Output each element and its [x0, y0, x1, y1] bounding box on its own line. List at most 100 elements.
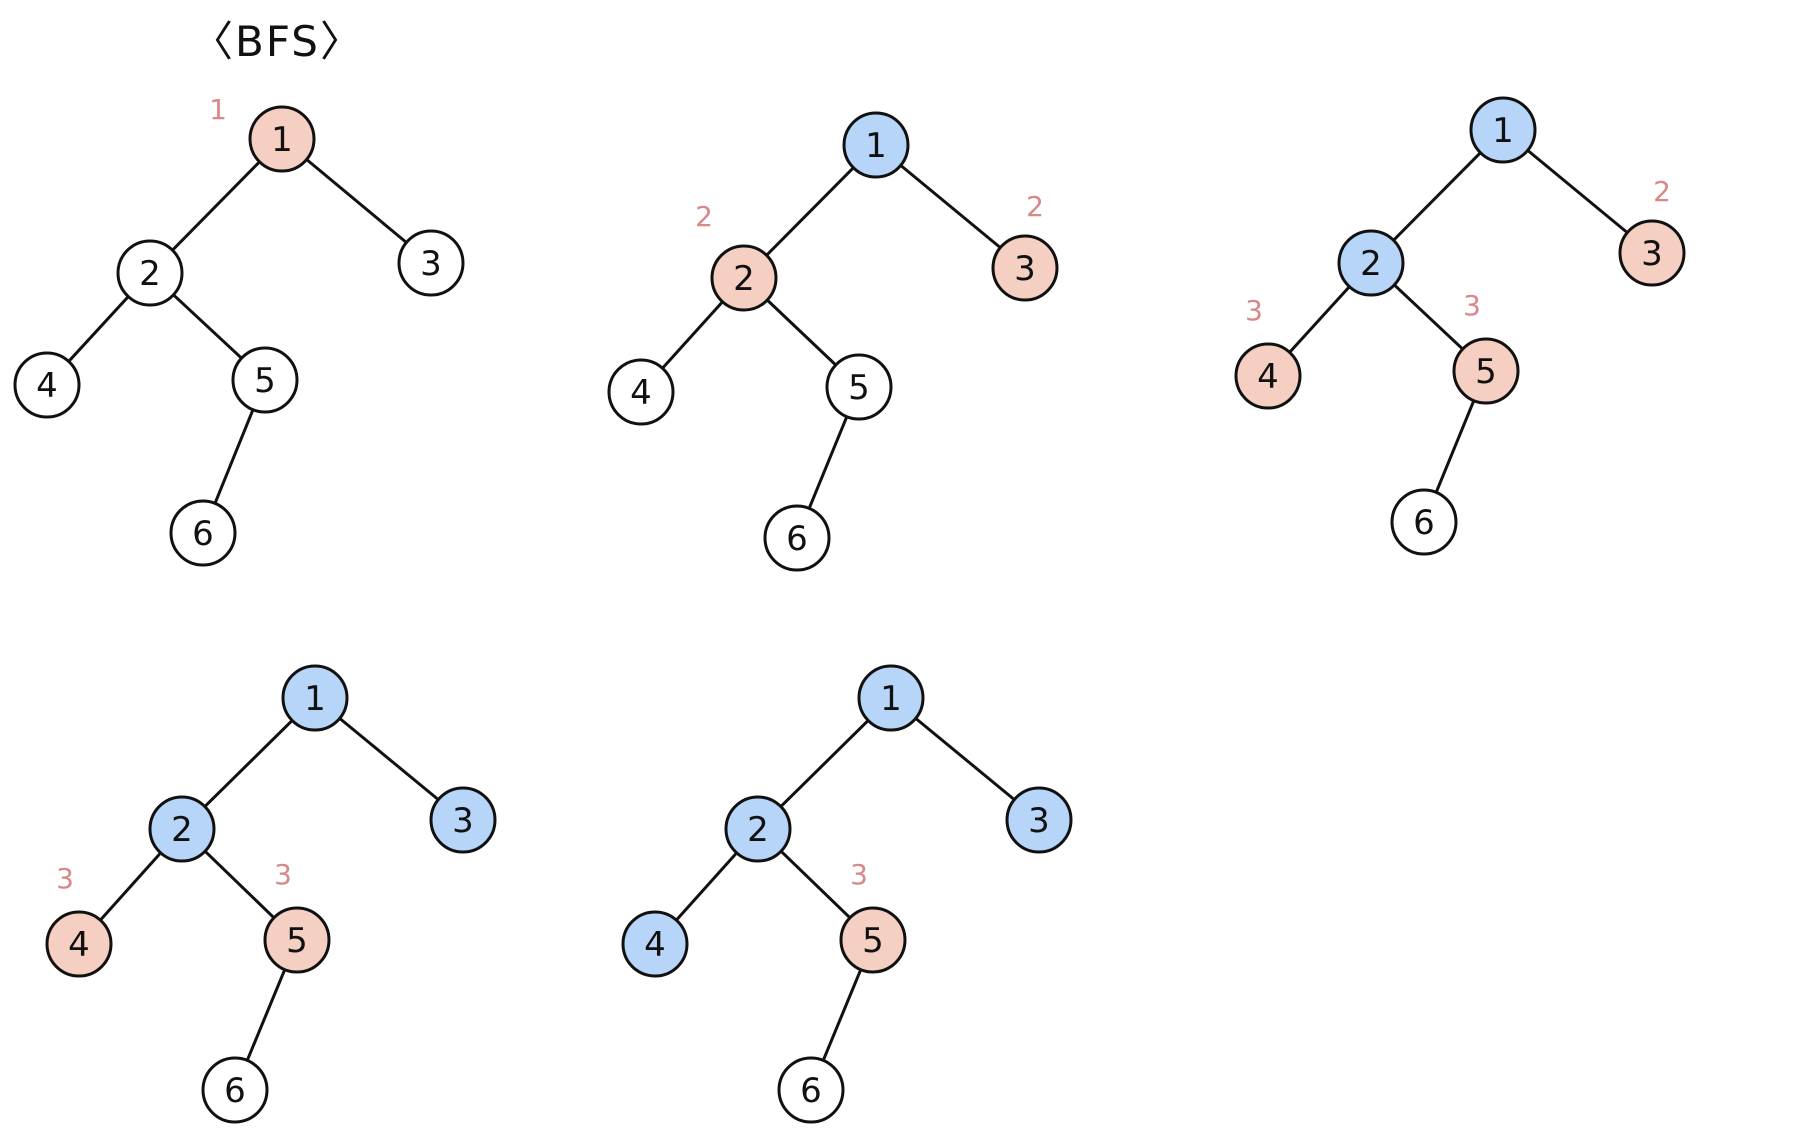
node-circle — [839, 906, 907, 974]
node-circle — [842, 111, 910, 179]
node-label: 3 — [1014, 249, 1036, 289]
level-annotation: 3 — [274, 858, 292, 891]
node-3: 3 — [429, 786, 497, 854]
node-circle — [201, 1056, 269, 1124]
node-4: 4 — [621, 910, 689, 978]
node-2: 2 — [116, 239, 184, 307]
node-label: 4 — [1257, 357, 1279, 397]
node-5: 5 — [825, 353, 893, 421]
level-annotation: 3 — [850, 858, 868, 891]
node-label: 4 — [36, 366, 58, 406]
edge-1-2 — [203, 718, 294, 809]
node-label: 6 — [786, 519, 808, 559]
node-circle — [607, 358, 675, 426]
node-label: 6 — [800, 1071, 822, 1111]
edge-2-4 — [98, 851, 163, 922]
node-circle — [397, 229, 465, 297]
level-annotation: 3 — [1245, 294, 1263, 327]
node-label: 2 — [139, 254, 161, 294]
node-label: 3 — [1641, 234, 1663, 274]
node-label: 3 — [452, 801, 474, 841]
node-label: 6 — [192, 514, 214, 554]
page-title: 〈BFS〉 — [191, 17, 364, 66]
node-circle — [763, 504, 831, 572]
node-circle — [1337, 229, 1405, 297]
edge-1-2 — [1392, 151, 1482, 242]
node-2: 2 — [710, 244, 778, 312]
node-label: 5 — [848, 368, 870, 408]
node-6: 6 — [169, 499, 237, 567]
node-label: 3 — [420, 244, 442, 284]
node-1: 1 — [281, 664, 349, 732]
node-label: 1 — [880, 679, 902, 719]
edge-2-4 — [1288, 285, 1351, 354]
edge-1-3 — [1526, 148, 1629, 235]
level-annotation: 2 — [695, 200, 713, 233]
edge-2-5 — [171, 293, 244, 360]
node-4: 4 — [45, 910, 113, 978]
node-4: 4 — [607, 358, 675, 426]
node-1: 1 — [1469, 96, 1537, 164]
node-1: 1 — [248, 105, 316, 173]
node-label: 5 — [254, 361, 276, 401]
node-2: 2 — [148, 795, 216, 863]
edge-2-4 — [674, 851, 739, 922]
node-label: 4 — [630, 373, 652, 413]
node-label: 5 — [862, 921, 884, 961]
node-5: 5 — [839, 906, 907, 974]
edge-1-3 — [899, 163, 1002, 250]
node-circle — [13, 351, 81, 419]
node-6: 6 — [777, 1056, 845, 1124]
node-6: 6 — [1390, 488, 1458, 556]
level-annotation: 2 — [1653, 175, 1671, 208]
edge-2-5 — [1392, 283, 1465, 351]
node-label: 2 — [747, 810, 769, 850]
node-circle — [1234, 342, 1302, 410]
level-annotation: 3 — [56, 862, 74, 895]
edge-2-5 — [203, 849, 276, 920]
node-6: 6 — [763, 504, 831, 572]
node-circle — [231, 346, 299, 414]
node-6: 6 — [201, 1056, 269, 1124]
node-circle — [148, 795, 216, 863]
node-label: 5 — [1475, 352, 1497, 392]
node-label: 4 — [68, 925, 90, 965]
node-circle — [263, 906, 331, 974]
node-circle — [169, 499, 237, 567]
edge-2-5 — [765, 298, 838, 367]
node-4: 4 — [1234, 342, 1302, 410]
node-circle — [281, 664, 349, 732]
node-label: 6 — [224, 1071, 246, 1111]
node-label: 5 — [286, 921, 308, 961]
level-annotation: 2 — [1026, 190, 1044, 223]
edge-1-3 — [305, 157, 408, 245]
node-circle — [724, 795, 792, 863]
node-label: 1 — [304, 679, 326, 719]
node-1: 1 — [857, 664, 925, 732]
node-label: 3 — [1028, 801, 1050, 841]
node-label: 2 — [171, 810, 193, 850]
node-label: 1 — [1492, 111, 1514, 151]
node-2: 2 — [724, 795, 792, 863]
node-circle — [1469, 96, 1537, 164]
node-label: 6 — [1413, 503, 1435, 543]
edge-5-6 — [245, 968, 287, 1062]
node-5: 5 — [231, 346, 299, 414]
node-3: 3 — [1618, 219, 1686, 287]
node-4: 4 — [13, 351, 81, 419]
bfs-step-4: 1 2 3 4 5 6 3 3 — [45, 664, 497, 1124]
edge-1-2 — [779, 718, 870, 809]
node-circle — [116, 239, 184, 307]
node-circle — [248, 105, 316, 173]
edge-5-6 — [1434, 399, 1476, 494]
node-circle — [45, 910, 113, 978]
level-annotation: 3 — [1463, 289, 1481, 322]
edge-5-6 — [807, 415, 849, 510]
node-circle — [857, 664, 925, 732]
edge-5-6 — [821, 968, 863, 1062]
node-3: 3 — [397, 229, 465, 297]
edge-2-4 — [67, 295, 130, 363]
